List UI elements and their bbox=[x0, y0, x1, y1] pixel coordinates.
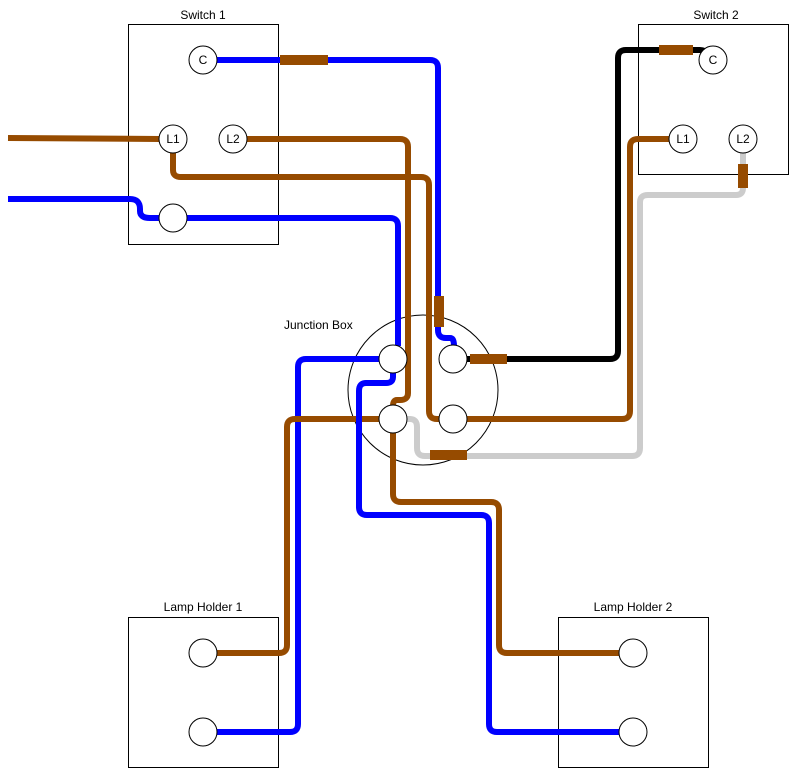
switch1-terminal-l1: L1 bbox=[158, 124, 188, 154]
wire-jb-to-lamp1-live bbox=[216, 416, 380, 656]
svg-text:C: C bbox=[199, 53, 208, 67]
lamp-holder2-terminal-neutral bbox=[618, 717, 648, 747]
lamp-holder1-label: Lamp Holder 1 bbox=[164, 600, 243, 614]
lamp-holder2-box bbox=[558, 617, 709, 768]
wire-s1-l2-to-jb bbox=[246, 136, 411, 407]
svg-text:L1: L1 bbox=[166, 132, 180, 146]
wire-s1-n-to-jb bbox=[186, 215, 401, 346]
lamp-holder2-label: Lamp Holder 2 bbox=[594, 600, 673, 614]
switch1-terminal-l2: L2 bbox=[218, 124, 248, 154]
svg-text:L2: L2 bbox=[226, 132, 240, 146]
wire-jb-to-lamp1-neutral bbox=[216, 356, 380, 735]
lamp-holder1-box bbox=[128, 617, 279, 768]
lamp-holder2-terminal-live bbox=[618, 638, 648, 668]
lamp-holder1-terminal-live bbox=[188, 638, 218, 668]
switch2-terminal-l2: L2 bbox=[728, 124, 758, 154]
switch1-terminal-c: C bbox=[188, 45, 218, 75]
svg-text:C: C bbox=[709, 53, 718, 67]
svg-text:L1: L1 bbox=[676, 132, 690, 146]
junction-terminal-top-left bbox=[378, 344, 408, 374]
switch2-label: Switch 2 bbox=[693, 8, 739, 22]
switch2-box bbox=[638, 24, 789, 175]
wire-supply-live bbox=[7, 135, 161, 142]
junction-terminal-bottom-right bbox=[438, 404, 468, 434]
junction-box-label: Junction Box bbox=[284, 318, 353, 332]
wires bbox=[7, 45, 748, 735]
wire-supply-neutral bbox=[8, 196, 160, 221]
junction-terminal-bottom-left bbox=[378, 404, 408, 434]
junction-terminal-top-right bbox=[438, 344, 468, 374]
switch1-terminal-neutral bbox=[158, 203, 188, 233]
lamp-holder1-terminal-neutral bbox=[188, 717, 218, 747]
wire-s1-c-to-jb bbox=[216, 57, 457, 347]
wire-s1-l1-to-jb bbox=[170, 152, 440, 422]
switch2-terminal-c: C bbox=[698, 45, 728, 75]
wire-jb-to-s2-l2 bbox=[406, 152, 746, 459]
switch2-terminal-l1: L1 bbox=[668, 124, 698, 154]
svg-text:L2: L2 bbox=[736, 132, 750, 146]
wire-jb-to-s2-l1 bbox=[466, 136, 670, 422]
switch1-label: Switch 1 bbox=[180, 8, 226, 22]
junction-box-outline bbox=[347, 314, 499, 466]
switch1-box bbox=[128, 24, 279, 245]
wire-jb-to-lamp2-neutral bbox=[356, 372, 620, 735]
wire-jb-to-s2-c bbox=[466, 47, 711, 362]
wire-jb-to-lamp2-live bbox=[390, 432, 620, 656]
